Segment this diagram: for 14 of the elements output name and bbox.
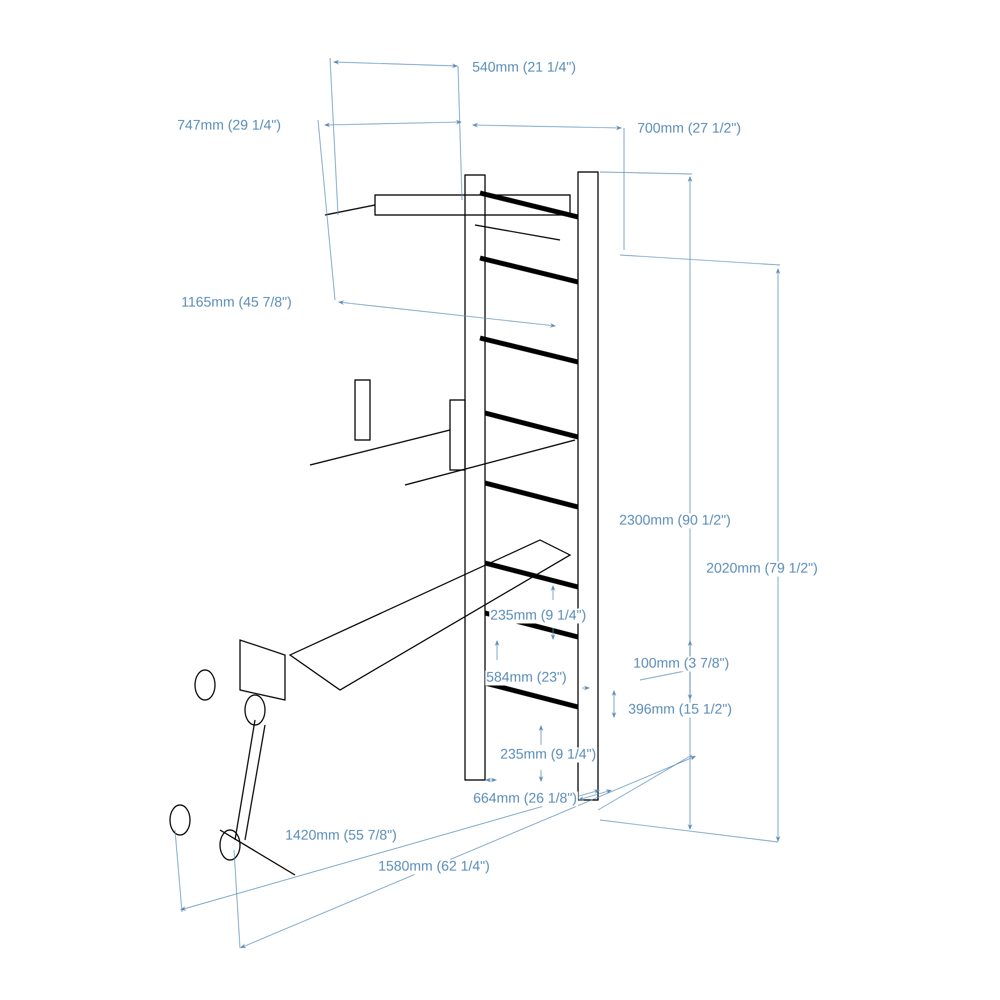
dimension-label: 396mm (15 1/2") [627,702,733,718]
dimension-label: 1165mm (45 7/8") [180,295,293,311]
dimension-label: 700mm (27 1/2") [636,121,742,137]
dimension-label: 1420mm (55 7/8") [284,828,398,844]
dimension-label: 540mm (21 1/4") [471,60,577,76]
dimension-label: 747mm (29 1/4") [176,118,282,134]
dimension-label: 2020mm (79 1/2") [705,561,819,577]
dimension-label: 235mm (9 1/4") [499,747,598,763]
dimension-label: 1580mm (62 1/4") [377,860,491,875]
dimension-label: 235mm (9 1/4") [489,608,588,624]
dimension-label: 584mm (23") [485,670,568,686]
dimension-label: 2300mm (90 1/2") [618,513,732,529]
dimension-label: 100mm (3 7/8") [632,656,730,672]
dimension-label: 664mm (26 1/8") [472,791,578,807]
